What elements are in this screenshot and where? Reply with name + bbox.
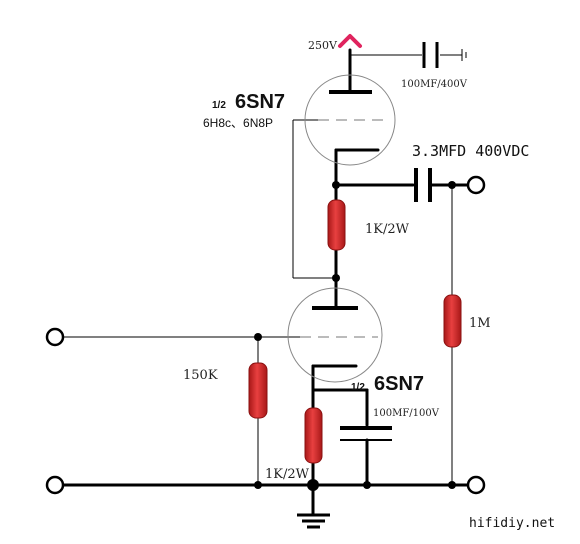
resistor-out [443,294,462,348]
bypass-cap-label: 100MF/100V [373,408,440,419]
resistor-top [327,199,346,251]
terminals [45,175,486,495]
supply-cap-label: 100MF/400V [401,79,468,90]
upper-tube-name: 6SN7 [235,91,285,113]
resistor-top-label: 1K/2W [365,222,410,237]
supply-voltage-label: 250V [308,39,338,52]
bypass-capacitor [340,426,392,441]
junction-dots [254,181,456,491]
resistor-in [248,362,268,419]
coupling-capacitor [414,168,432,202]
supply-arrow-icon [338,34,362,48]
upper-tube-fraction: 1/2 [212,100,226,111]
watermark: hifidiy.net [469,516,555,531]
input-terminal [45,327,65,347]
resistor-cathode [304,407,323,464]
resistors [248,199,462,464]
coupling-cap-label: 3.3MFD 400VDC [412,142,529,160]
supply-filter-capacitor [422,42,467,68]
upper-tube [304,74,396,166]
lower-tube-fraction: 1/2 [351,382,365,393]
lower-tube-name: 6SN7 [374,373,424,395]
resistor-out-label: 1M [469,316,491,331]
output-terminal [466,175,486,195]
upper-tube-alt: 6H8c、6N8P [203,116,273,130]
resistor-in-label: 150K [183,368,218,383]
lower-tube [287,287,383,383]
ground-symbol [297,513,330,529]
resistor-cathode-label: 1K/2W [265,467,310,482]
input-ground-terminal [45,475,65,495]
output-ground-terminal [466,475,486,495]
